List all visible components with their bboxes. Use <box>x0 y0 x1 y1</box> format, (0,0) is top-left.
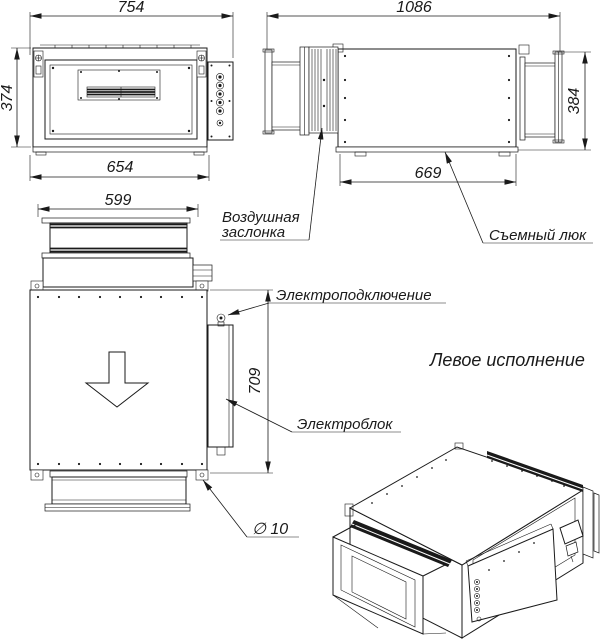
hole-diameter-text: ∅ 10 <box>252 521 288 538</box>
dim-text-654: 654 <box>107 159 134 176</box>
removable-hatch-label: Съемный люк <box>489 227 587 244</box>
iso-electric-box <box>465 523 558 623</box>
airflow-arrow-icon <box>84 351 150 408</box>
isometric-view <box>332 442 600 639</box>
end-electric-box <box>207 313 234 456</box>
front-view: 754 374 654 <box>0 0 234 181</box>
dim-text-384: 384 <box>566 88 583 115</box>
bottom-corner-brackets <box>30 469 209 481</box>
dim-text-754: 754 <box>118 0 145 16</box>
dim-front-height: 374 <box>0 47 31 148</box>
right-duct <box>519 50 565 144</box>
end-rivets-bottom <box>36 462 204 466</box>
side-rivets <box>343 54 511 144</box>
iso-front-duct-flange <box>332 523 448 635</box>
iso-rear-flange <box>582 486 594 559</box>
door-latch-left <box>33 50 44 78</box>
iso-rivets <box>371 459 565 571</box>
dim-side-length-base: 669 <box>339 154 517 186</box>
air-damper-label-line2: заслонка <box>221 224 285 241</box>
front-top-ticks <box>54 45 192 48</box>
dim-text-1086: 1086 <box>396 0 432 16</box>
iso-actuator-box <box>559 519 584 563</box>
dim-side-length-overall: 1086 <box>266 0 561 51</box>
dim-text-599: 599 <box>105 192 132 209</box>
callout-electrical-box: Электроблок <box>225 398 401 433</box>
air-damper-section <box>308 46 339 134</box>
side-view: 1086 384 669 <box>262 0 591 186</box>
dim-end-height: 709 <box>210 289 273 474</box>
callout-electrical-connection: Электроподключение <box>227 287 446 316</box>
bottom-flange <box>44 470 191 512</box>
door-latch-right <box>196 50 207 78</box>
callout-removable-hatch: Съемный люк <box>444 151 593 244</box>
electrical-connection-label: Электроподключение <box>276 287 432 304</box>
dim-end-width-top: 599 <box>37 192 199 217</box>
dim-text-709: 709 <box>247 368 264 395</box>
callout-air-damper: Воздушная заслонка <box>220 127 324 241</box>
left-version-label: Левое исполнение <box>429 350 585 370</box>
left-duct-and-damper <box>262 46 339 136</box>
dim-front-width-overall: 754 <box>29 0 234 58</box>
dim-text-374: 374 <box>0 85 16 112</box>
top-damper-stack <box>41 217 213 288</box>
front-door-panel <box>44 59 198 140</box>
end-rivets-top <box>36 295 204 299</box>
front-electric-panel <box>207 61 234 141</box>
dim-text-669: 669 <box>415 165 442 182</box>
dim-front-width-base: 654 <box>29 155 210 181</box>
bottom-hatch-plate <box>335 146 519 153</box>
cable-gland-icons <box>216 73 224 127</box>
electrical-box-label: Электроблок <box>297 416 393 433</box>
dim-side-height: 384 <box>518 51 591 151</box>
louver-grille <box>77 69 161 101</box>
callout-hole-diameter: ∅ 10 <box>202 479 299 538</box>
end-view: 599 <box>29 192 299 538</box>
air-damper-label-line1: Воздушная <box>222 209 300 226</box>
